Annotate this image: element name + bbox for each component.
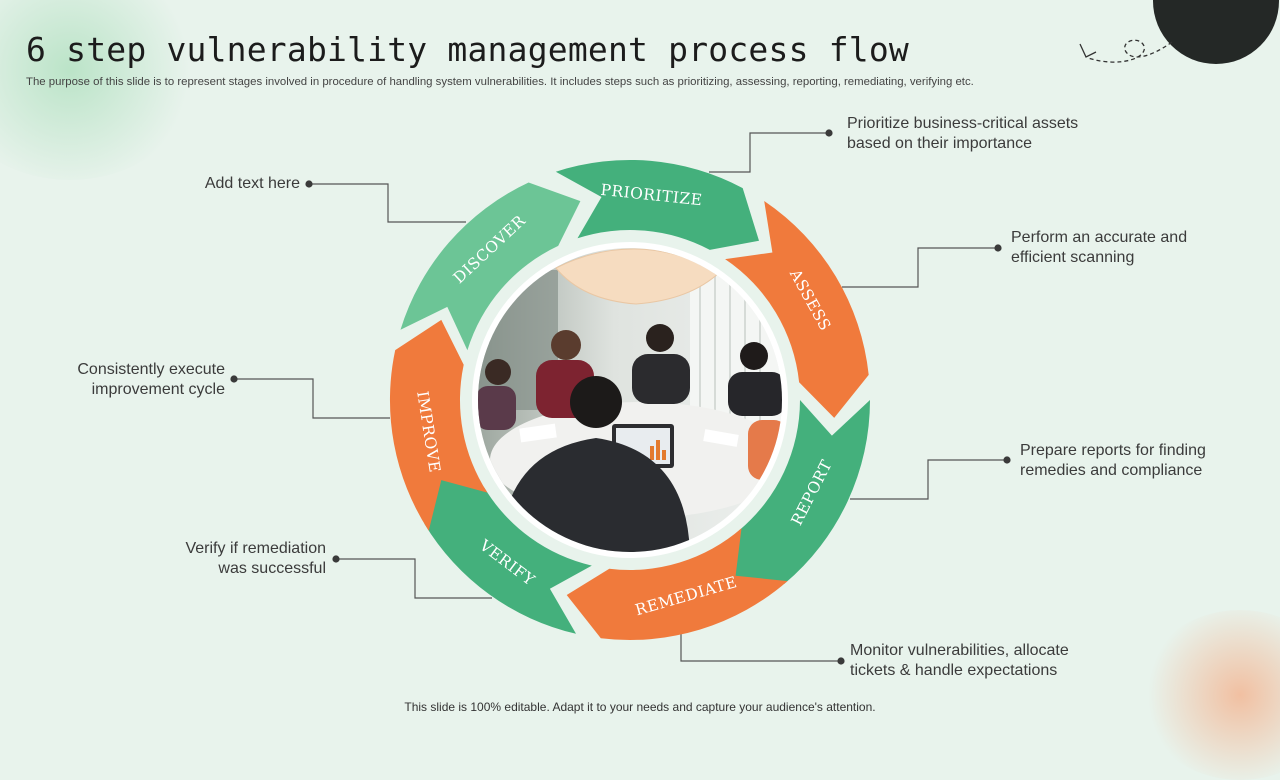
dot-assess: [994, 244, 1002, 252]
dot-improve: [230, 375, 238, 383]
segment-verify: [424, 470, 592, 634]
dot-prioritize: [825, 129, 833, 137]
dashed-loop-arrow-icon: [1079, 39, 1173, 63]
note-improve: Consistently execute improvement cycle: [77, 361, 225, 398]
connector-report: [850, 459, 1006, 500]
connector-prioritize: [709, 132, 828, 173]
connector-verify: [336, 558, 492, 599]
segment-prioritize: [555, 159, 759, 250]
note-prioritize: Prioritize business-critical assets base…: [847, 115, 1079, 152]
segment-assess: [725, 201, 869, 418]
connector-assess: [842, 247, 997, 288]
note-remediate: Monitor vulnerabilities, allocate ticket…: [850, 642, 1069, 679]
note-assess: Perform an accurate and efficient scanni…: [1011, 229, 1188, 266]
connector-discover: [310, 183, 466, 223]
connector-dots: [230, 129, 1011, 665]
dot-remediate: [837, 657, 845, 665]
connector-improve: [234, 378, 390, 419]
segment-improve: [389, 319, 488, 531]
segment-report: [729, 400, 870, 584]
dot-verify: [332, 555, 340, 563]
note-verify: Verify if remediation was successful: [185, 540, 326, 577]
slide-title: 6 step vulnerability management process …: [26, 30, 909, 69]
note-report: Prepare reports for finding remedies and…: [1020, 442, 1206, 479]
process-cycle-diagram: DISCOVERPRIORITIZEASSESSREPORTREMEDIATEV…: [230, 39, 1173, 665]
footer-note: This slide is 100% editable. Adapt it to…: [404, 700, 876, 714]
dot-discover: [305, 180, 313, 188]
team-meeting-photo: [478, 248, 782, 552]
note-discover: Add text here: [204, 175, 300, 192]
segment-discover: [400, 182, 581, 351]
slide-subtitle: The purpose of this slide is to represen…: [26, 76, 974, 88]
dot-report: [1003, 456, 1011, 464]
segment-remediate: [566, 528, 788, 640]
cycle-segments: DISCOVERPRIORITIZEASSESSREPORTREMEDIATEV…: [389, 159, 870, 640]
connector-lines: [234, 132, 1006, 662]
connector-remediate: [680, 632, 840, 662]
